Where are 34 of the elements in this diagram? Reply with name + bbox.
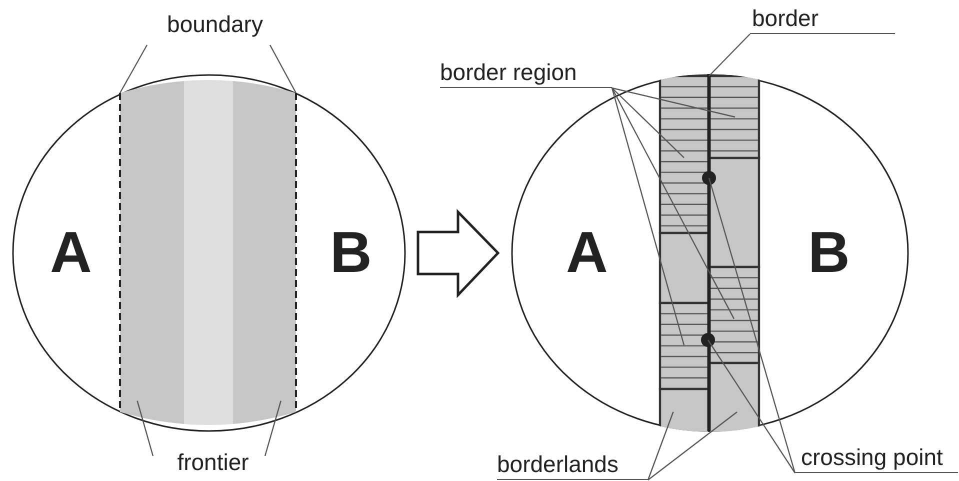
leader-line <box>264 400 282 456</box>
callout-label: border <box>750 4 895 34</box>
leader-line <box>611 88 735 320</box>
region-letter: B <box>330 223 372 283</box>
callout-label: crossing point <box>795 443 958 473</box>
hollow-arrow <box>416 208 500 298</box>
callout-label: border region <box>440 58 612 88</box>
leader-line <box>708 34 750 76</box>
leader-line <box>708 178 796 474</box>
territory-circle <box>12 74 406 432</box>
callout-label: borderlands <box>497 450 648 480</box>
callout-label: frontier <box>168 448 258 478</box>
leader-line <box>647 412 674 480</box>
neutral-zone-band <box>184 80 233 425</box>
borderland-section <box>708 362 760 432</box>
leader-line <box>648 412 738 480</box>
region-letter: B <box>808 223 850 283</box>
crossing-point-dot <box>702 171 716 185</box>
leader-line <box>611 88 685 346</box>
border-line <box>707 74 711 431</box>
leader-line <box>612 87 736 118</box>
callout-label: boundary <box>160 10 270 40</box>
leader-line <box>136 400 154 456</box>
leader-line <box>612 88 684 158</box>
frontier-band <box>120 81 184 424</box>
leader-line <box>119 44 148 94</box>
leader-line <box>269 44 297 94</box>
region-letter: A <box>566 223 608 283</box>
borderland-section <box>658 388 710 432</box>
frontier-band <box>233 81 296 424</box>
region-letter: A <box>50 223 92 283</box>
border-region-section <box>658 74 710 234</box>
crossing-point-dot <box>701 333 715 347</box>
strip-section <box>658 232 710 304</box>
